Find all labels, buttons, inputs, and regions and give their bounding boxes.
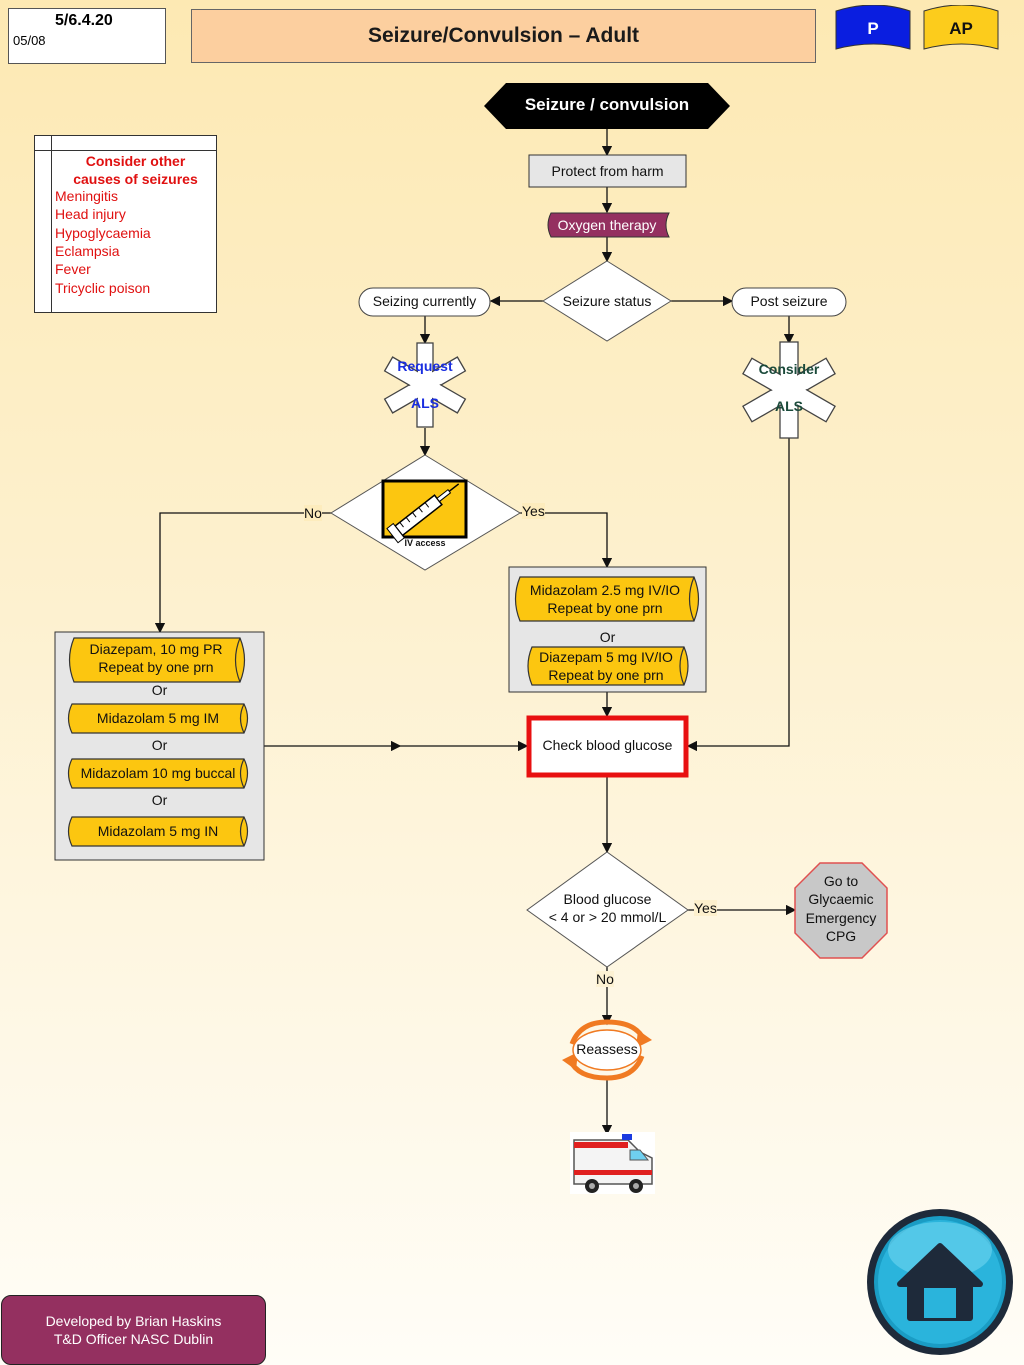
start-label: Seizure / convulsion [524,95,690,114]
seizure-status-label: Seizure status [562,293,652,309]
glycaemic-line4: CPG [825,928,857,944]
oxygen-pill [547,212,670,238]
ambulance-icon [570,1132,655,1194]
diazepam-iv-line1: Diazepam 5 mg IV/IO [539,649,673,665]
glucose-yes-label: Yes [694,900,717,916]
midazolam-iv-line2: Repeat by one prn [547,600,663,616]
midazolam-in-label: Midazolam 5 mg IN [97,823,219,839]
oxygen-label: Oxygen therapy [557,217,657,233]
consider-als-line1: Consider [758,361,820,377]
credits-line1: Developed by Brian Haskins [45,1313,222,1329]
other-causes-note: Consider other causes of seizures Mening… [34,135,217,313]
badge-paramedic: P [834,5,912,53]
glucose-diamond [526,851,689,968]
note-item-head-injury: Head injury [55,206,126,222]
midazolam-im-label: Midazolam 5 mg IM [96,710,220,726]
request-als-line2: ALS [411,395,439,411]
iv-yes-label: Yes [522,503,545,519]
note-item-tricyclic: Tricyclic poison [55,280,151,296]
credits-footer: Developed by Brian Haskins T&D Officer N… [1,1295,266,1365]
note-item-meningitis: Meningitis [55,188,119,204]
reassess-cycle-icon [562,1019,652,1081]
diazepam-pr-line1: Diazepam, 10 mg PR [89,641,223,657]
glycaemic-cpg-stop [794,862,888,959]
diazepam-pr-line2: Repeat by one prn [98,659,214,675]
glycaemic-line2: Glycaemic [808,891,874,907]
iv-access-label: IV access [404,538,446,548]
seizure-status-diamond [542,260,672,342]
version-tab: 5/6.4.20 05/08 [8,8,166,64]
note-item-fever: Fever [55,261,91,277]
reassess-label: Reassess [576,1041,638,1057]
version-code: 5/6.4.20 [55,12,113,29]
start-terminator [484,83,730,129]
protect-label: Protect from harm [551,163,664,179]
diazepam-iv-line2: Repeat by one prn [548,667,664,683]
connectors [154,129,797,1136]
badge-paramedic-label: P [867,19,879,38]
iv-no-or-3: Or [151,792,168,808]
protect-box [528,154,687,188]
note-heading: Consider other causes of seizures [73,153,198,187]
credits-line2: T&D Officer NASC Dublin [53,1331,214,1347]
iv-yes-or: Or [599,629,616,645]
glucose-decision-line1: Blood glucose [563,891,652,907]
badge-advanced-paramedic: AP [922,5,1000,53]
glycaemic-line1: Go to [823,873,859,889]
post-seizure-label: Post seizure [750,293,828,309]
note-item-hypoglycaemia: Hypoglycaemia [55,225,151,241]
version-date: 05/08 [13,33,46,48]
home-icon[interactable] [867,1209,1013,1355]
glucose-decision-line2: < 4 or > 20 mmol/L [548,909,667,925]
iv-no-label: No [304,505,322,521]
page-title: Seizure/Convulsion – Adult [191,9,816,63]
request-als-line1: Request [397,358,453,374]
iv-no-or-2: Or [151,737,168,753]
midazolam-iv-line1: Midazolam 2.5 mg IV/IO [529,582,681,598]
midazolam-buccal-label: Midazolam 10 mg buccal [80,765,236,781]
check-glucose-box [526,715,689,778]
glucose-no-label: No [596,971,614,987]
glycaemic-line3: Emergency [805,910,877,926]
note-item-eclampsia: Eclampsia [55,243,120,259]
seizing-currently-box [358,287,491,317]
seizing-currently-label: Seizing currently [372,293,477,309]
badge-advanced-paramedic-label: AP [949,19,973,38]
syringe-icon [381,479,468,544]
post-seizure-box [731,287,847,317]
star-of-life-icon [742,341,836,439]
star-of-life-icon [383,342,467,428]
consider-als-line2: ALS [775,398,803,414]
iv-no-or-1: Or [151,682,168,698]
check-glucose-label: Check blood glucose [542,737,673,753]
